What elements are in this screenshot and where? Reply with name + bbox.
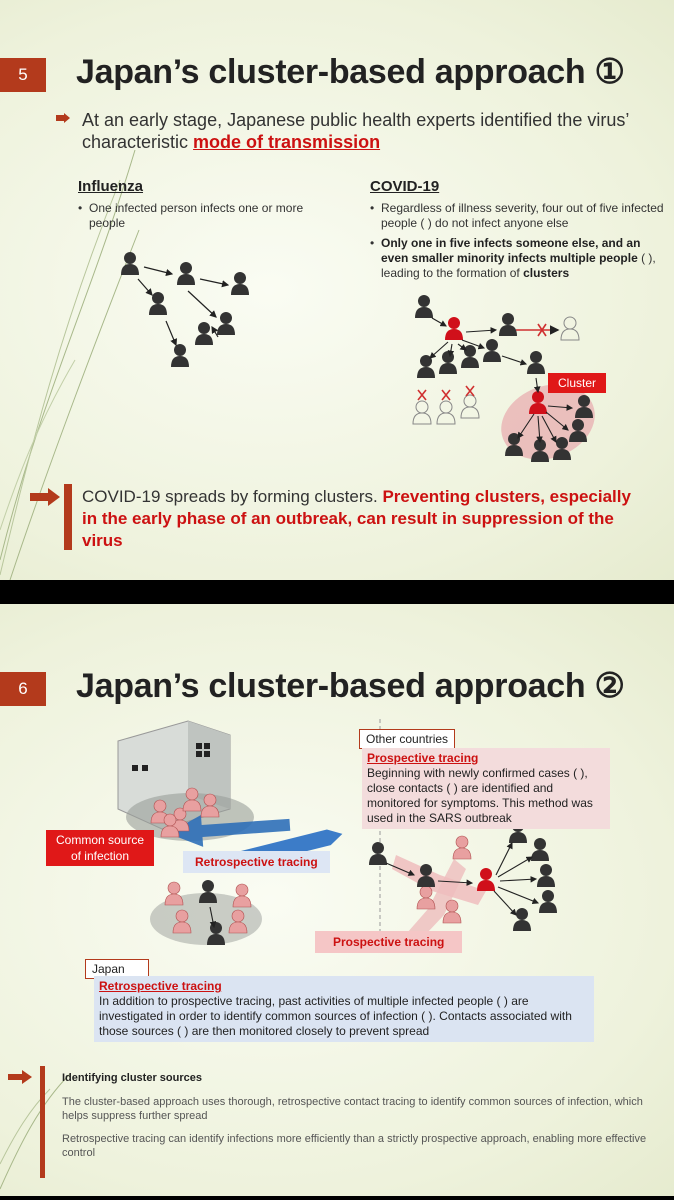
intro-bullet: At an early stage, Japanese public healt… (82, 110, 629, 152)
decorative-lines (0, 149, 140, 580)
prospective-info-box: Prospective tracing Beginning with newly… (362, 748, 610, 829)
common-source-label: Common source of infection (46, 830, 154, 866)
retrospective-info-box: Retrospective tracing In addition to pro… (94, 976, 594, 1042)
section-arrow-icon (8, 1070, 32, 1084)
slide-6: 6 Japan’s cluster-based approach ② (0, 604, 674, 1196)
conclusion-bar (64, 484, 72, 550)
tracing-diagram (117, 719, 557, 951)
prospective-arrow-label: Prospective tracing (315, 931, 463, 953)
slide-number: 5 (0, 58, 46, 92)
section-bar (40, 1066, 45, 1178)
covid-text-1: • Regardless of illness severity, four o… (370, 201, 664, 230)
covid-network-diagram (412, 295, 595, 462)
slide-number: 6 (0, 672, 46, 706)
influenza-network-diagram (121, 252, 249, 367)
bottom-heading: Identifying cluster sources (62, 1072, 202, 1084)
page-title: Japan’s cluster-based approach ① (76, 53, 625, 91)
bottom-paragraph-1: The cluster-based approach uses thorough… (62, 1096, 643, 1122)
bottom-paragraph-2: Retrospective tracing can identify infec… (62, 1133, 647, 1159)
conclusion-text: COVID-19 spreads by forming clusters. Pr… (82, 487, 631, 550)
bullet-arrow-icon (56, 113, 70, 123)
retrospective-arrow-label: Retrospective tracing (183, 851, 330, 873)
influenza-heading: Influenza (78, 178, 144, 195)
influenza-text: • One infected person infects one or mor… (78, 201, 304, 230)
japan-label: Japan (85, 959, 149, 979)
covid-heading: COVID-19 (370, 178, 440, 195)
page-title: Japan’s cluster-based approach ② (76, 667, 625, 705)
cluster-label: Cluster (548, 373, 607, 393)
other-countries-label: Other countries (359, 729, 456, 749)
covid-text-2: • Only one in five infects someone else,… (370, 236, 656, 280)
conclusion-arrow-icon (30, 488, 60, 506)
slide-5: 5 Japan’s cluster-based approach ① At an… (0, 0, 674, 580)
